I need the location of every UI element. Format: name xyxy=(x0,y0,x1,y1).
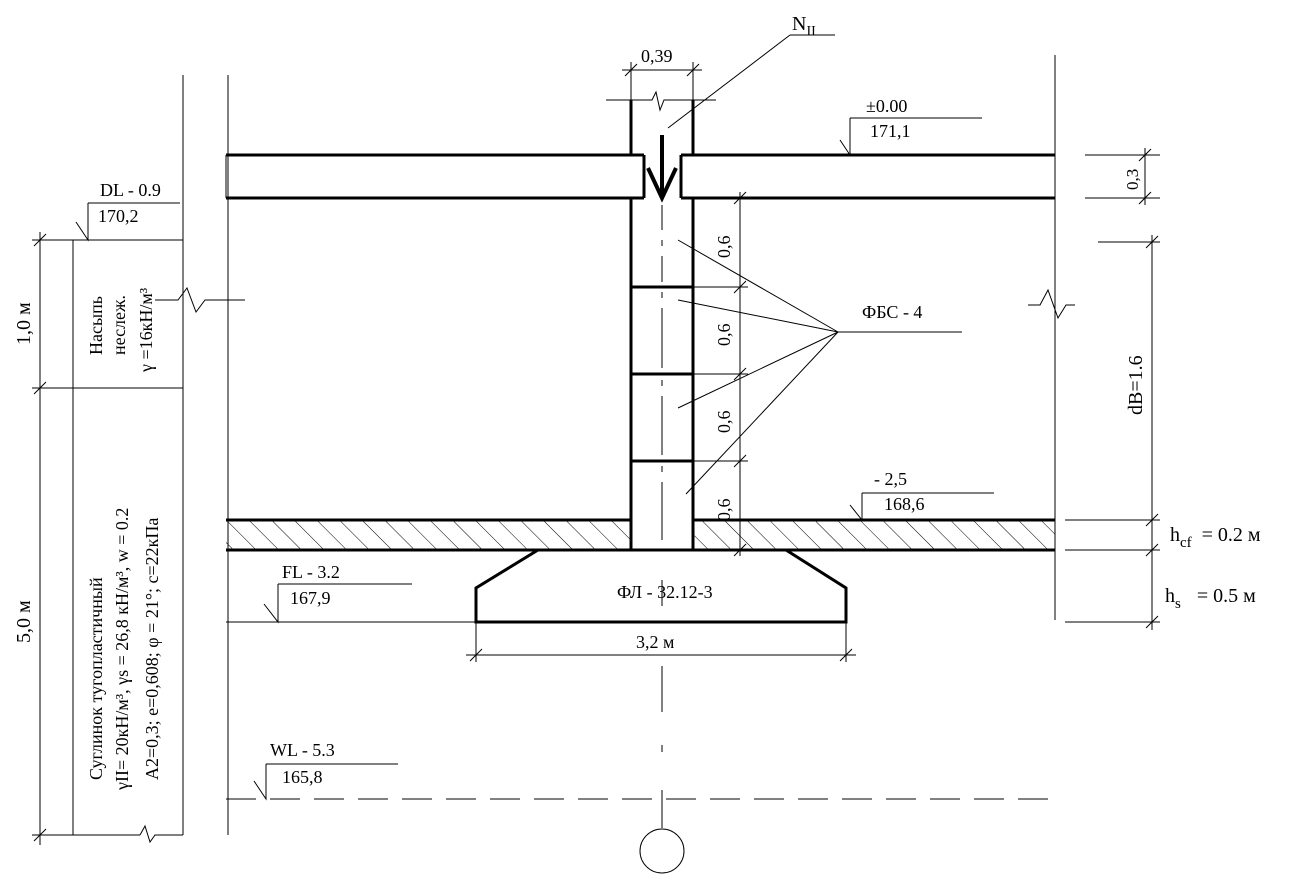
fbs-height-1: 0,6 xyxy=(714,236,734,259)
load-arrow xyxy=(646,34,835,203)
hcf-label: hcf= 0.2 м xyxy=(1170,524,1261,551)
break-line-left xyxy=(155,286,1075,320)
centre-axis xyxy=(639,205,685,874)
level-fl-mark xyxy=(263,583,412,624)
layer2-line-3: A2=0,3; e=0,608; φ = 21°; c=22кПа xyxy=(142,518,162,780)
layer2-line-2: γII= 20кН/м³, γs = 26,8 кН/м³, w = 0.2 xyxy=(112,508,132,791)
fbs-height-2: 0,6 xyxy=(714,324,734,347)
slab-thickness-dim xyxy=(1085,148,1160,205)
basement-floor xyxy=(226,518,1055,552)
footing-width-label: 3,2 м xyxy=(636,632,674,652)
hs-label: hs= 0.5 м xyxy=(1165,585,1256,612)
fbs-height-4: 0,6 xyxy=(714,499,734,522)
level-wl-abs: 165,8 xyxy=(282,767,323,787)
level-top-mark xyxy=(839,117,982,157)
layer1-line-3: γ =16кН/м³ xyxy=(136,287,156,373)
layer2-thickness: 5,0 м xyxy=(13,600,35,643)
level-floor-mark xyxy=(849,492,994,522)
fbs-label: ФБС - 4 xyxy=(862,302,922,322)
db-label: dB=1.6 xyxy=(1125,355,1147,415)
level-fl-abs: 167,9 xyxy=(290,588,331,608)
load-label: NII xyxy=(792,13,816,39)
layer1-line-2: неслеж. xyxy=(109,295,129,355)
level-dl-rel: DL - 0.9 xyxy=(100,180,161,200)
layer2-line-1: Суглинок тугопластичный xyxy=(86,577,106,780)
fbs-leaders xyxy=(677,239,962,495)
level-floor-abs: 168,6 xyxy=(884,494,925,514)
slab-thickness-label: 0,3 xyxy=(1123,169,1142,190)
level-top-rel: ±0.00 xyxy=(866,96,907,116)
level-dl-abs: 170,2 xyxy=(98,206,139,226)
level-fl-rel: FL - 3.2 xyxy=(282,562,340,582)
left-dimension-chain xyxy=(32,232,80,845)
footing-label: ФЛ - 32.12-3 xyxy=(617,582,713,602)
ground-floor-slab xyxy=(225,153,1055,200)
depth-dim xyxy=(1065,235,1160,630)
soil-column xyxy=(72,55,1056,844)
wall-thickness-dim xyxy=(622,62,702,100)
level-dl-mark xyxy=(75,202,180,242)
layer1-line-1: Насыпь xyxy=(86,296,106,355)
footing-width-dim xyxy=(466,622,856,662)
level-wl-rel: WL - 5.3 xyxy=(270,740,335,760)
level-wl-mark xyxy=(253,763,398,801)
fbs-height-3: 0,6 xyxy=(714,411,734,434)
level-top-abs: 171,1 xyxy=(870,121,911,141)
wall-thickness-label: 0,39 xyxy=(641,46,673,66)
level-floor-rel: - 2,5 xyxy=(874,469,907,489)
layer1-thickness: 1,0 м xyxy=(13,302,35,345)
